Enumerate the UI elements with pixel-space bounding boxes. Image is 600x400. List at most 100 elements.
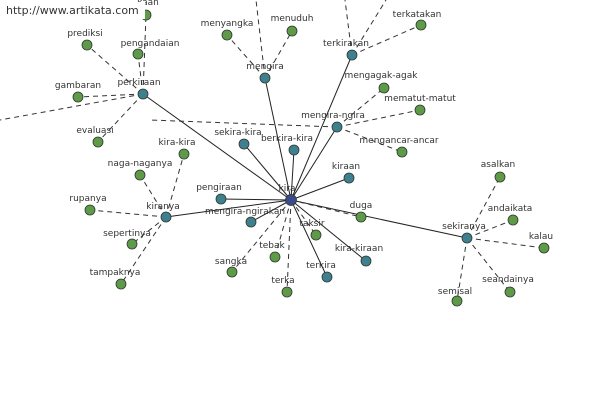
node-menuduh[interactable]: menuduh xyxy=(271,14,314,37)
node-seandainya[interactable]: seandainya xyxy=(482,275,534,298)
node-rupanya[interactable]: rupanya xyxy=(69,194,107,216)
node-dot-rupanya[interactable] xyxy=(84,204,96,216)
node-terkirakan[interactable]: terkirakan xyxy=(323,39,369,61)
edge-kira-terka xyxy=(286,199,292,293)
edge-mengira-menyangka xyxy=(226,34,266,79)
node-label-sepertinya: sepertinya xyxy=(103,229,151,239)
node-sangka[interactable]: sangka xyxy=(215,257,247,278)
edge-perkiraan-perkiraan-edge-left xyxy=(0,93,144,121)
node-dot-kiraan[interactable] xyxy=(343,172,355,184)
node-dot-mengira-ngirakan[interactable] xyxy=(245,216,257,228)
node-dot-kira[interactable] xyxy=(285,194,297,206)
node-sekiranya[interactable]: sekiranya xyxy=(442,222,486,244)
node-dot-prediksi[interactable] xyxy=(81,39,93,51)
node-dot-terkirakan[interactable] xyxy=(346,49,358,61)
node-label-rupanya: rupanya xyxy=(69,194,106,204)
edge-kiranya-kira-kira xyxy=(165,153,185,218)
node-label-terkirakan: terkirakan xyxy=(323,39,369,49)
node-evaluasi[interactable]: evaluasi xyxy=(76,126,114,148)
node-label-perkiraan: perkiraan xyxy=(117,78,160,88)
node-pengiraan[interactable]: pengiraan xyxy=(196,183,242,205)
node-kira[interactable]: kira xyxy=(279,184,297,206)
node-dot-sepertinya[interactable] xyxy=(126,238,138,250)
node-dot-kira-kiraan[interactable] xyxy=(360,255,372,267)
node-prediksi[interactable]: prediksi xyxy=(67,29,103,51)
node-dot-terkira[interactable] xyxy=(321,271,333,283)
node-kira-kira[interactable]: kira-kira xyxy=(158,138,196,160)
node-pengandaian[interactable]: pengandaian xyxy=(121,39,180,60)
node-kiranya[interactable]: kiranya xyxy=(146,202,180,223)
node-dot-terka[interactable] xyxy=(281,286,293,298)
node-asalkan[interactable]: asalkan xyxy=(481,160,516,183)
node-dot-mengancar-ancar[interactable] xyxy=(396,146,408,158)
node-duga[interactable]: duga xyxy=(350,201,373,223)
node-dot-pengandaian[interactable] xyxy=(132,48,144,60)
node-dot-taksir[interactable] xyxy=(310,229,322,241)
node-mengancar-ancar[interactable]: mengancar-ancar xyxy=(359,136,439,158)
node-berkira-kira[interactable]: berkira-kira xyxy=(261,134,313,156)
node-mengira[interactable]: mengira xyxy=(246,62,284,84)
node-mengira-ngirakan[interactable]: mengira-ngirakan xyxy=(205,207,285,228)
edge-kira-tebak xyxy=(274,199,292,258)
node-dot-kalau[interactable] xyxy=(538,242,550,254)
node-dot-semisal[interactable] xyxy=(451,295,463,307)
watermark-url: http://www.artikata.com xyxy=(0,2,145,19)
node-gambaran[interactable]: gambaran xyxy=(55,81,101,103)
node-mematut-matut[interactable]: mematut-matut xyxy=(384,94,456,116)
node-sekira-kira[interactable]: sekira-kira xyxy=(214,128,262,150)
node-terkatakan[interactable]: terkatakan xyxy=(393,10,442,31)
node-taksir[interactable]: taksir xyxy=(299,219,325,241)
node-dot-menuduh[interactable] xyxy=(286,25,298,37)
node-terka[interactable]: terka xyxy=(271,276,295,298)
edge-sekiranya-kalau xyxy=(466,237,545,249)
node-dot-naga-naganya[interactable] xyxy=(134,169,146,181)
node-label-terkatakan: terkatakan xyxy=(393,10,442,20)
edge-kira-berkira-kira xyxy=(290,149,295,201)
edge-kira-mengira-ngirakan xyxy=(250,199,292,223)
node-dot-duga[interactable] xyxy=(355,211,367,223)
node-dot-kira-kira[interactable] xyxy=(178,148,190,160)
node-dot-mengira-ngira[interactable] xyxy=(331,121,343,133)
node-dot-berkira-kira[interactable] xyxy=(288,144,300,156)
node-dot-mengagak-agak[interactable] xyxy=(378,82,390,94)
node-dot-kiranya[interactable] xyxy=(160,211,172,223)
node-sepertinya[interactable]: sepertinya xyxy=(103,229,151,250)
node-label-mengira-ngira: mengira-ngira xyxy=(301,111,365,121)
node-menyangka[interactable]: menyangka xyxy=(201,19,254,41)
node-dot-terkatakan[interactable] xyxy=(415,19,427,31)
node-dot-tebak[interactable] xyxy=(269,251,281,263)
node-dot-andaikata[interactable] xyxy=(507,214,519,226)
node-naga-naganya[interactable]: naga-naganya xyxy=(108,159,173,181)
node-dot-gambaran[interactable] xyxy=(72,91,84,103)
node-dot-asalkan[interactable] xyxy=(494,171,506,183)
node-dot-tampaknya[interactable] xyxy=(115,278,127,290)
node-terkira[interactable]: terkira xyxy=(306,261,336,283)
node-andaikata[interactable]: andaikata xyxy=(488,204,533,226)
node-dot-pengiraan[interactable] xyxy=(215,193,227,205)
node-kalau[interactable]: kalau xyxy=(529,232,553,254)
node-dot-menyangka[interactable] xyxy=(221,29,233,41)
edge-sekiranya-asalkan xyxy=(466,176,501,239)
edge-terkirakan-terkirakan-top-b xyxy=(351,0,387,56)
node-mengira-ngira[interactable]: mengira-ngira xyxy=(301,111,365,133)
edge-perkiraan-prediksi xyxy=(86,44,144,95)
node-dot-sekiranya[interactable] xyxy=(461,232,473,244)
node-label-asalkan: asalkan xyxy=(481,160,516,170)
node-dot-evaluasi[interactable] xyxy=(92,136,104,148)
node-tampaknya[interactable]: tampaknya xyxy=(90,268,141,290)
node-dot-mematut-matut[interactable] xyxy=(414,104,426,116)
node-tebak[interactable]: tebak xyxy=(259,241,286,263)
node-dot-sangka[interactable] xyxy=(226,266,238,278)
node-dot-sekira-kira[interactable] xyxy=(238,138,250,150)
node-kiraan[interactable]: kiraan xyxy=(332,162,360,184)
node-dot-perkiraan[interactable] xyxy=(137,88,149,100)
node-kira-kiraan[interactable]: kira-kiraan xyxy=(335,244,383,267)
edge-kira-taksir xyxy=(290,199,317,236)
node-semisal[interactable]: semisal xyxy=(438,287,472,307)
node-mengagak-agak[interactable]: mengagak-agak xyxy=(345,71,419,94)
node-dot-seandainya[interactable] xyxy=(504,286,516,298)
node-label-berkira-kira: berkira-kira xyxy=(261,134,313,144)
node-dot-mengira[interactable] xyxy=(259,72,271,84)
node-label-andaikata: andaikata xyxy=(488,204,533,214)
node-perkiraan[interactable]: perkiraan xyxy=(117,78,161,100)
